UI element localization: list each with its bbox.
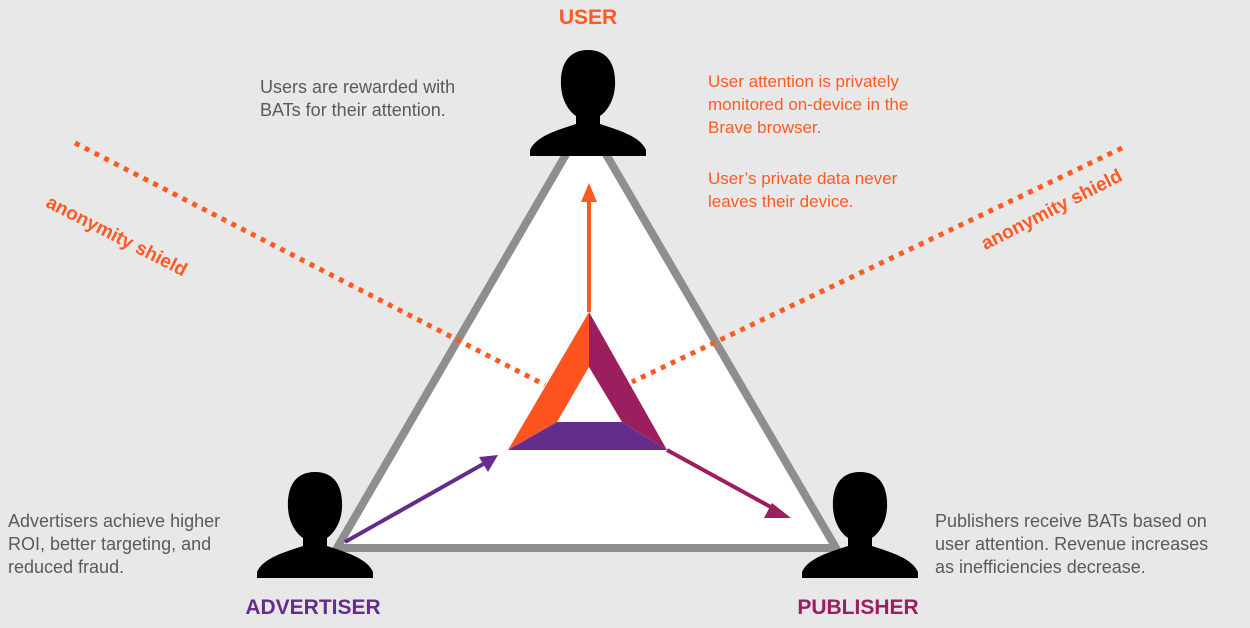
arrow-from-advertiser	[344, 455, 498, 544]
user-reward-text: Users are rewarded with BATs for their a…	[260, 77, 456, 120]
user-label: USER	[558, 6, 618, 29]
user-person-icon	[530, 50, 646, 156]
anonymity-shield-right-line	[630, 145, 1124, 385]
arrow-to-publisher	[666, 448, 791, 518]
arrow-to-user	[581, 183, 597, 312]
advertiser-label: ADVERTISER	[245, 596, 381, 619]
advertiser-text: Advertisers achieve higher ROI, better t…	[8, 511, 221, 577]
user-private-text: User’s private data never leaves their d…	[708, 169, 898, 211]
publisher-text: Publishers receive BATs based on user at…	[935, 511, 1209, 577]
bat-logo	[508, 312, 667, 450]
publisher-label: PUBLISHER	[797, 596, 919, 619]
anonymity-shield-left-line	[73, 140, 547, 388]
user-attention-text: User attention is privately monitored on…	[708, 72, 909, 137]
